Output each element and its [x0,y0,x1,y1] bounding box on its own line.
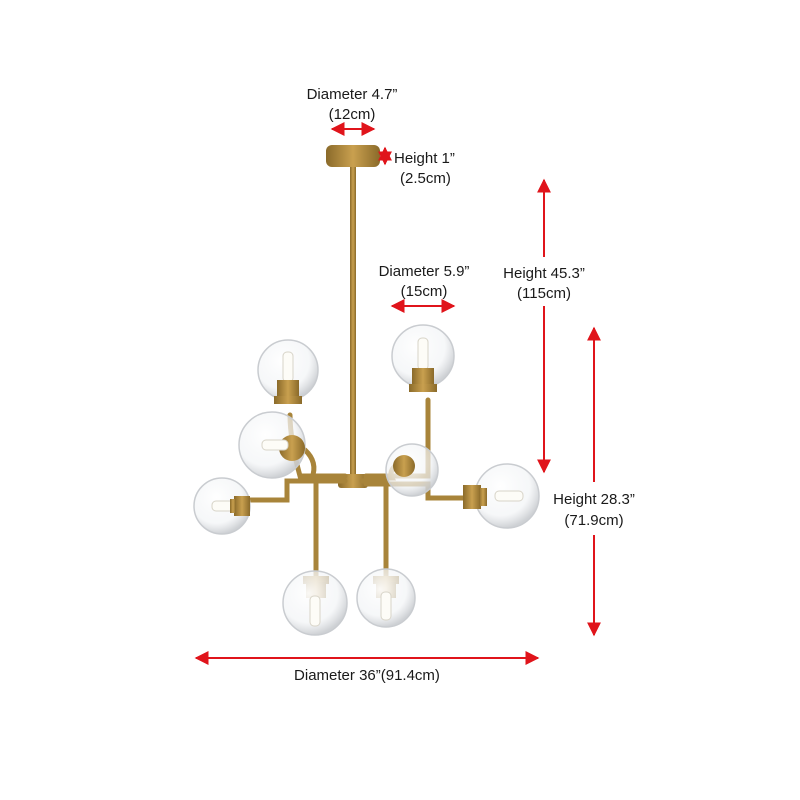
globe-diameter-label: Diameter 5.9” [379,263,470,280]
globe-middle-right [385,443,439,497]
canopy-height-metric: (2.5cm) [400,170,451,187]
fixture-height-metric: (71.9cm) [564,512,623,529]
overall-height-label: Height 45.3” [503,265,585,282]
fixture-height-label: Height 28.3” [553,491,635,508]
dimension-labels: Diameter 4.7” (12cm) Height 1” (2.5cm) D… [294,86,635,684]
globe-diameter-metric: (15cm) [401,283,448,300]
chandelier-illustration [193,145,540,636]
canopy [326,145,380,167]
dimension-arrows [194,122,601,665]
globe-bottom-right [356,568,416,628]
globe-top-right [391,324,455,392]
overall-height-metric: (115cm) [517,285,571,302]
globe-far-right [463,463,540,529]
overall-diameter-label: Diameter 36”(91.4cm) [294,667,440,684]
canopy-diameter-label: Diameter 4.7” [307,86,398,103]
globe-middle-left [238,411,306,479]
globe-top-left [257,339,319,404]
canopy-height-label: Height 1” [394,150,455,167]
downrod [350,167,356,479]
globe-bottom-left [282,570,348,636]
globe-far-left [193,477,251,535]
canopy-diameter-metric: (12cm) [329,106,376,123]
